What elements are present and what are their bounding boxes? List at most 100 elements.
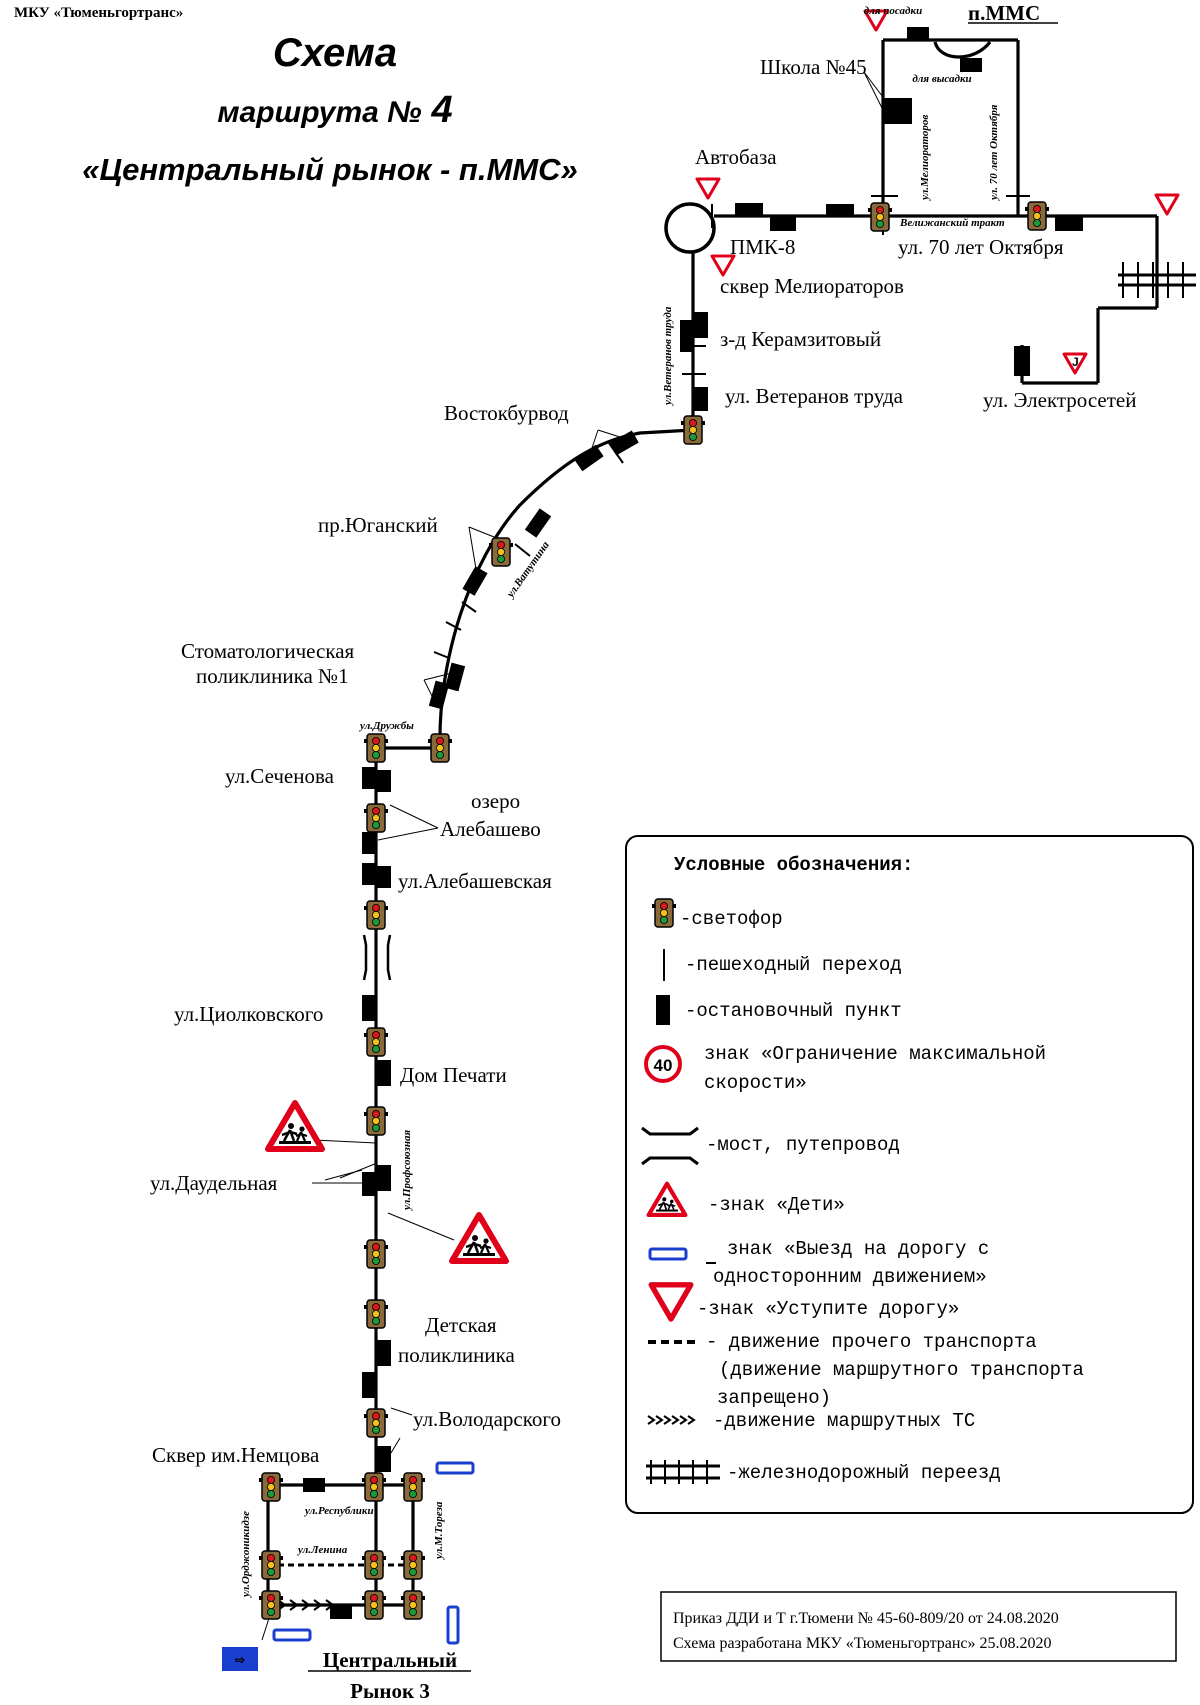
legend-item-railway: -железнодорожный переезд bbox=[727, 1462, 1001, 1484]
legend-item-traffic-light: -светофор bbox=[680, 908, 783, 930]
one-way-sign-icon-vertical bbox=[446, 1605, 460, 1645]
roundabout bbox=[664, 202, 716, 254]
stop-label: Детская bbox=[425, 1313, 497, 1337]
crosswalks bbox=[433, 195, 1030, 659]
stop-label: ул. Электросетей bbox=[983, 388, 1136, 412]
legend-item-crosswalk: -пешеходный переход bbox=[685, 954, 902, 976]
bus-stop-skver-nemtsova bbox=[377, 1446, 391, 1472]
stop-label: Алебашево bbox=[440, 817, 541, 841]
street-label: ул.М.Тореза bbox=[433, 1501, 445, 1561]
bus-stop-dom-pechati bbox=[377, 1060, 391, 1086]
bus-stop-posadka bbox=[907, 27, 929, 41]
legend-item-other-traffic-1: - движение прочего транспорта bbox=[706, 1331, 1037, 1353]
bus-stop-daudelnaya-1 bbox=[362, 1172, 376, 1196]
route-name: «Центральный рынок - п.ММС» bbox=[82, 152, 578, 187]
traffic-light-icon bbox=[361, 1550, 387, 1580]
street-label: ул.Профсоюзная bbox=[401, 1130, 413, 1212]
bus-stop-shkola45 bbox=[884, 98, 912, 124]
stop-label: Автобаза bbox=[695, 145, 777, 169]
one-way-sign-icon bbox=[435, 1461, 475, 1475]
svg-text:⇨: ⇨ bbox=[235, 1653, 245, 1667]
stop-label: ул. Ветеранов труда bbox=[725, 384, 904, 408]
traffic-light-icon bbox=[363, 1027, 389, 1057]
bus-stop-pmk8 bbox=[770, 217, 796, 231]
bridge-symbol bbox=[362, 934, 392, 981]
street-label: ул.Ленина bbox=[296, 1544, 348, 1556]
traffic-light-icon bbox=[363, 733, 389, 763]
stop-label: ул.Володарского bbox=[413, 1407, 561, 1431]
street-label: ул.Ветеранов труда bbox=[662, 306, 674, 407]
stop-label: ул. 70 лет Октября bbox=[898, 235, 1064, 259]
label-leaders bbox=[261, 71, 890, 1641]
bus-stop-daudelnaya-2 bbox=[377, 1165, 391, 1191]
traffic-light-icon bbox=[488, 537, 514, 567]
stop-label: поликлиника bbox=[398, 1343, 515, 1367]
route-subtitle-prefix: маршрута № bbox=[217, 96, 421, 129]
stop-label: ул.Циолковского bbox=[174, 1002, 323, 1026]
bus-stop-alebashevskaya-2 bbox=[377, 866, 391, 888]
bus-stop-stomatologicheskaya-1 bbox=[444, 662, 466, 692]
stop-label: ул.Сеченова bbox=[225, 764, 335, 788]
one-way-sign-icon bbox=[272, 1628, 312, 1642]
legend-item-speed-limit-1: знак «Ограничение максимальной bbox=[704, 1043, 1046, 1065]
bus-stop-yuganskiy-2 bbox=[462, 566, 488, 596]
bus-stop-terminal bbox=[330, 1605, 352, 1619]
traffic-light-icon bbox=[867, 202, 893, 232]
speed-limit-icon: 40 bbox=[644, 1045, 682, 1083]
bus-stops bbox=[303, 27, 1083, 1619]
street-label: ул.Мелиораторов bbox=[919, 115, 931, 202]
bus-stop-detskaya bbox=[377, 1340, 391, 1366]
traffic-light-icon bbox=[427, 733, 453, 763]
footer-developed: Схема разработана МКУ «Тюменьгортранс» 2… bbox=[673, 1635, 1052, 1652]
traffic-light-icon bbox=[363, 1239, 389, 1269]
org-name: МКУ «Тюменьгортранс» bbox=[14, 5, 183, 21]
traffic-light-icon bbox=[400, 1550, 426, 1580]
bus-stop-vysadka bbox=[960, 58, 982, 72]
footer-frame bbox=[660, 1591, 1177, 1662]
traffic-light-icon bbox=[363, 803, 389, 833]
traffic-light-icon bbox=[400, 1590, 426, 1620]
stop-label: поликлиника №1 bbox=[196, 664, 349, 688]
street-label: ул. 70 лет Октября bbox=[988, 104, 1000, 202]
bus-stop-skver-melioratorov bbox=[826, 204, 854, 217]
traffic-light-icon bbox=[361, 1590, 387, 1620]
street-label: ул.Орджоникидзе bbox=[240, 1511, 252, 1599]
one-way-sign-icon-solid: ⇨ bbox=[222, 1647, 258, 1671]
bus-stop-vostokburvod-2 bbox=[609, 430, 639, 456]
svg-text:J: J bbox=[1072, 355, 1079, 369]
give-way-icon bbox=[695, 177, 721, 200]
traffic-light-icon bbox=[361, 1472, 387, 1502]
give-way-arrow-glyph: J bbox=[1072, 355, 1079, 369]
footer-note: Приказ ДДИ и Т г.Тюмени № 45-60-809/20 о… bbox=[660, 1591, 1177, 1662]
bus-stop-keramzitovy bbox=[680, 320, 694, 352]
bus-stop-vostokburvod-1 bbox=[574, 444, 604, 472]
stop-label: Востокбурвод bbox=[444, 401, 569, 425]
railway-icon bbox=[646, 1460, 720, 1484]
traffic-light-icon bbox=[258, 1472, 284, 1502]
give-way-icon bbox=[1154, 193, 1180, 216]
bus-stop-alebashevo bbox=[362, 832, 376, 854]
legend-title: Условные обозначения: bbox=[674, 854, 913, 876]
one-way-sign-icon bbox=[648, 1247, 688, 1261]
bus-stop-keramzitovy-2 bbox=[694, 312, 708, 338]
stop-labels: п.ММС Школа №45 Автобаза ПМК-8 сквер Мел… bbox=[150, 1, 1136, 1703]
stop-label: Сквер им.Немцова bbox=[152, 1443, 320, 1467]
street-label: для посадки bbox=[864, 5, 922, 17]
bridge-icon bbox=[641, 1126, 699, 1166]
arrowed-line-icon bbox=[647, 1415, 696, 1425]
traffic-light-icon bbox=[258, 1590, 284, 1620]
speed-limit-value: 40 bbox=[654, 1056, 673, 1075]
one-way-signs: ⇨ bbox=[222, 1461, 475, 1671]
stop-label: ПМК-8 bbox=[730, 235, 795, 259]
page-title: Схема bbox=[273, 31, 397, 75]
stop-label: Дом Печати bbox=[400, 1063, 507, 1087]
bus-stop-alebashevskaya-1 bbox=[362, 863, 376, 885]
traffic-light-icon bbox=[258, 1550, 284, 1580]
bus-stop-stomatologicheskaya-2 bbox=[428, 680, 450, 710]
stop-label: з-д Керамзитовый bbox=[720, 327, 881, 351]
street-label: Велижанский тракт bbox=[899, 217, 1005, 229]
stop-label: Стоматологическая bbox=[181, 639, 355, 663]
legend-item-bridge: -мост, путепровод bbox=[706, 1134, 900, 1156]
